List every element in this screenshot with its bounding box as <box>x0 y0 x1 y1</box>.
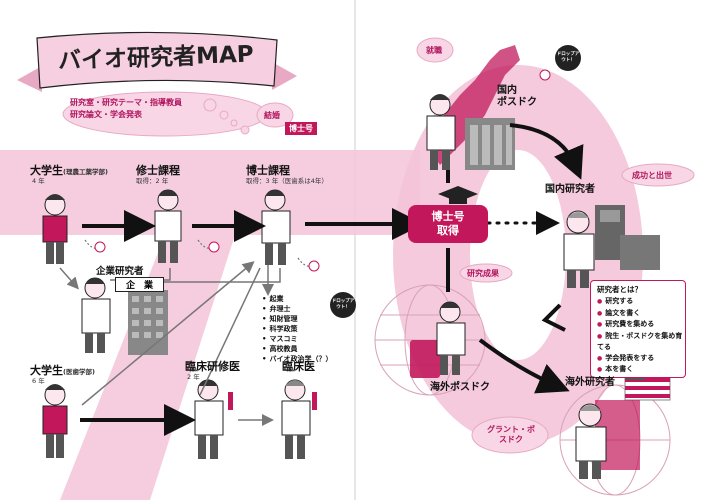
resident-years: 2 年 <box>187 373 200 381</box>
career-item: バイオ政治学（？） <box>262 354 332 364</box>
building-company <box>128 290 168 355</box>
arrow-overseas-to-domestic <box>541 303 566 332</box>
top-bubble-line2: 研究論文・学会発表 <box>70 110 142 119</box>
marriage-label: 結婚 <box>264 111 280 120</box>
researcher-duty-item: 学会発表をする <box>597 353 685 365</box>
figure-company <box>81 277 111 353</box>
domestic-researcher-title: 国内研究者 <box>545 184 595 195</box>
bubble-dots <box>203 98 238 127</box>
figure-overseas-researcher <box>575 403 607 479</box>
dropout-badge-2: ドロップアウト！ <box>555 45 581 71</box>
grant-label: グラント・ポスドク <box>487 425 535 444</box>
company-sign: 企 業 <box>115 277 165 292</box>
career-item: 知財管理 <box>262 314 332 324</box>
undergrad-sci-title: 大学生(理農工薬学部) <box>30 164 108 177</box>
overseas-researcher-title: 海外研究者 <box>565 377 615 388</box>
employment-bubble-shape <box>416 37 454 63</box>
undergrad-med-years: 6 年 <box>32 377 45 385</box>
career-item: 科学政策 <box>262 324 332 334</box>
what-is-researcher-box: 研究者とは？ 研究する 論文を書く 研究費を集める 院生・ポスドクを集め育てる … <box>590 280 686 378</box>
undergrad-sci-years: 4 年 <box>32 177 45 185</box>
clinician-title: 臨床医 <box>282 360 315 373</box>
arrow-resident-to-doctor <box>199 267 261 396</box>
resident-title: 臨床研修医 <box>185 360 240 373</box>
grant-bubble-shape <box>471 416 549 454</box>
figure-undergrad-med <box>42 384 68 458</box>
researcher-duty-item: 本を書く <box>597 364 685 376</box>
doctor-title: 博士課程 <box>246 164 290 177</box>
undergrad-med-title: 大学生(医歯学部) <box>30 364 95 377</box>
company-title: 企業研究者 <box>96 266 144 277</box>
dropout-badge-1: ドロップアウト！ <box>330 292 356 318</box>
research-results-label: 研究成果 <box>467 269 499 278</box>
top-bubble-line1: 研究室・研究テーマ・指導教員 <box>70 98 182 107</box>
figure-clinician <box>281 379 317 459</box>
figure-overseas-postdoc <box>436 301 466 375</box>
researcher-duty-item: 院生・ポスドクを集め育てる <box>597 331 685 353</box>
hakase-tag: 博士号 <box>285 122 317 135</box>
employment-label: 就職 <box>426 46 442 55</box>
marriage-bubble-shape <box>256 102 294 128</box>
career-item: 高校教員 <box>262 344 332 354</box>
top-bubble: 研究室・研究テーマ・指導教員 研究論文・学会発表 <box>70 97 182 121</box>
researcher-duty-item: 論文を書く <box>597 308 685 320</box>
graduation-cap-icon <box>438 186 478 204</box>
what-is-researcher-list: 研究する 論文を書く 研究費を集める 院生・ポスドクを集め育てる 学会発表をする… <box>591 296 685 376</box>
arrow-med-to-doctor <box>81 261 255 406</box>
what-is-researcher-heading: 研究者とは？ <box>597 285 642 294</box>
success-bubble-shape <box>621 163 695 187</box>
building-domestic-postdoc <box>465 118 515 170</box>
figure-domestic-postdoc <box>426 94 456 170</box>
building-domestic-researcher <box>595 205 660 270</box>
career-item: 起業 <box>262 294 332 304</box>
pink-ring-inner <box>470 150 566 360</box>
overseas-postdoc-title: 海外ポスドク <box>430 382 490 393</box>
doctor-years: 取得：3 年（医歯系は4年） <box>246 177 328 185</box>
career-item: マスコミ <box>262 334 332 344</box>
figure-domestic-researcher <box>563 210 595 288</box>
figure-resident <box>194 379 233 459</box>
researcher-duty-item: 研究費を集める <box>597 319 685 331</box>
title-banner <box>17 31 297 92</box>
master-title: 修士課程 <box>136 164 180 177</box>
success-label: 成功と出世 <box>632 171 672 180</box>
figure-undergrad-sci <box>42 194 68 264</box>
phd-hub: 博士号 取得 <box>408 205 488 243</box>
master-years: 取得：2 年 <box>136 177 169 185</box>
career-list: 起業 弁理士 知財管理 科学政策 マスコミ 高校教員 バイオ政治学（？） <box>262 294 332 364</box>
domestic-postdoc-title: 国内 ポスドク <box>497 85 537 108</box>
arrow-overseas-postdoc-to-overseas-researcher <box>478 338 570 394</box>
researcher-duty-item: 研究する <box>597 296 685 308</box>
figure-master <box>154 189 182 263</box>
arrow-postdoc-to-researcher <box>509 123 584 180</box>
suitcase <box>410 340 440 378</box>
figure-doctor <box>261 189 291 265</box>
career-item: 弁理士 <box>262 304 332 314</box>
results-bubble-shape <box>459 263 513 283</box>
